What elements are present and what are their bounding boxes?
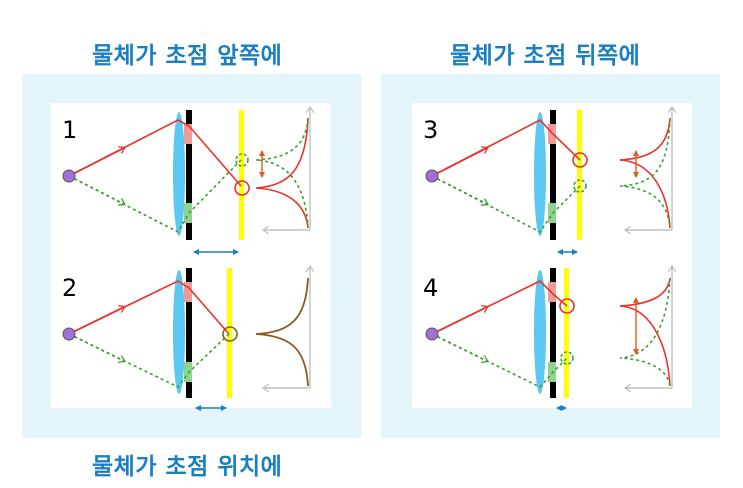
green-profile (619, 117, 671, 229)
light-source (62, 327, 76, 341)
green-ray (431, 333, 568, 388)
heading-object-in-front-of-focus: 물체가 초점 앞쪽에 (92, 43, 283, 69)
red-ray (68, 119, 242, 187)
aperture-plate (550, 110, 556, 240)
screen (577, 110, 582, 240)
red-ray (68, 280, 230, 335)
combined-profile (255, 277, 309, 387)
green-ray (431, 175, 581, 234)
combined-spot (222, 326, 238, 342)
red-spot (234, 180, 250, 196)
red-spot (572, 152, 588, 168)
aperture-green-slit (184, 362, 192, 382)
light-source (425, 169, 439, 183)
green-profile (255, 117, 309, 229)
heading-object-at-focus: 물체가 초점 위치에 (92, 454, 283, 480)
lens (534, 270, 546, 394)
aperture-plate (186, 110, 192, 240)
light-source (62, 169, 76, 183)
green-profile (619, 277, 671, 387)
aperture-plate (550, 268, 556, 398)
heading-object-behind-focus: 물체가 초점 뒤쪽에 (450, 43, 641, 69)
red-profile (619, 117, 671, 229)
lens (173, 112, 185, 236)
red-profile (619, 277, 671, 387)
diagram-1-number: 1 (62, 116, 77, 144)
light-source (425, 327, 439, 341)
aperture-red-slit (184, 282, 192, 302)
screen (564, 268, 569, 398)
lens (534, 112, 546, 236)
green-ray (68, 333, 230, 389)
diagram-2-number: 2 (62, 274, 77, 302)
aperture-red-slit (184, 124, 192, 144)
diagram-3: 3 (423, 107, 672, 255)
screen (227, 268, 232, 398)
aperture-green-slit (184, 203, 192, 223)
lens (173, 270, 185, 394)
diagram-3-number: 3 (423, 116, 438, 144)
red-ray (431, 119, 581, 177)
diagram-2: 2 (62, 266, 310, 411)
diagram-4-number: 4 (423, 274, 438, 302)
red-spot (559, 298, 575, 314)
diagram-1: 1 (62, 107, 310, 255)
red-ray (431, 280, 568, 335)
aperture-plate (186, 268, 192, 398)
green-spot (235, 153, 249, 167)
aperture-green-slit (548, 203, 556, 223)
green-spot (573, 179, 587, 193)
green-ray (68, 159, 242, 234)
diagram-4: 4 (423, 266, 672, 411)
green-spot (560, 351, 574, 365)
red-profile (255, 117, 309, 229)
screen (239, 110, 244, 240)
